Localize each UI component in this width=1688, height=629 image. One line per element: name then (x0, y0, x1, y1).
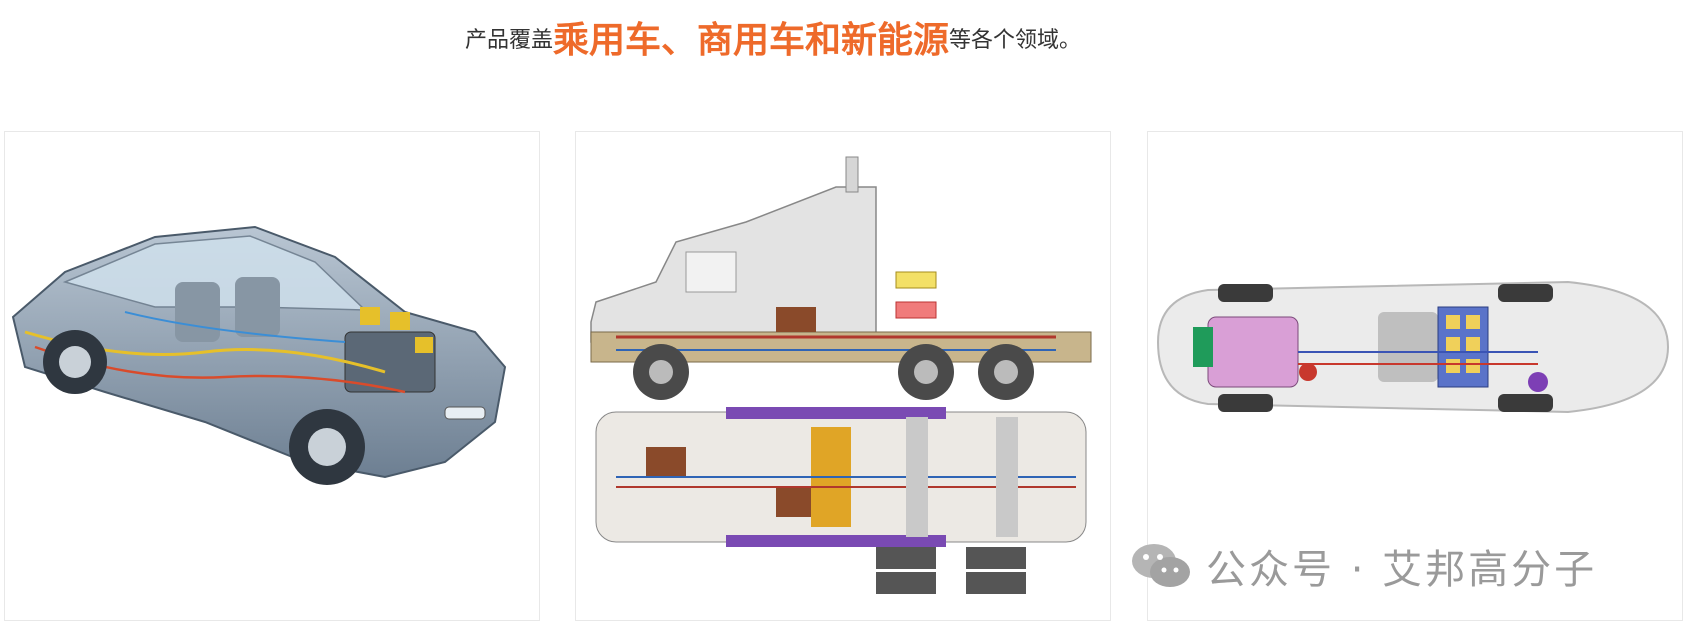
headline-highlight: 乘用车、商用车和新能源 (553, 20, 950, 61)
truck-side-and-chassis-illustration (590, 156, 1092, 594)
watermark: 公众号 · 艾邦高分子 (1130, 538, 1597, 594)
wechat-icon (1132, 544, 1190, 587)
panel-commercial-vehicle (575, 131, 1111, 621)
panel-passenger-car (4, 131, 540, 621)
panel-new-energy-vehicle (1147, 131, 1683, 621)
ev-top-view-illustration (1156, 280, 1670, 414)
headline: 产品覆盖 乘用车、商用车和新能源 等各个领域。 (465, 12, 1081, 62)
sedan-cutaway-illustration (11, 225, 507, 485)
headline-suffix: 等各个领域。 (949, 28, 1082, 53)
watermark-text: 公众号 · 艾邦高分子 (1206, 547, 1598, 593)
headline-prefix: 产品覆盖 (465, 28, 554, 53)
